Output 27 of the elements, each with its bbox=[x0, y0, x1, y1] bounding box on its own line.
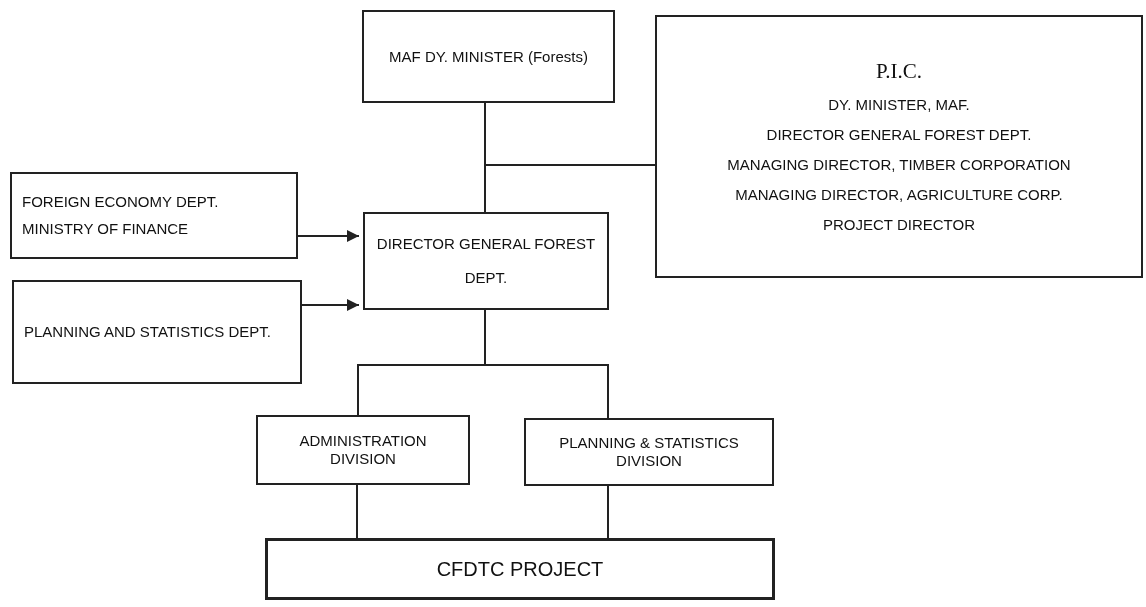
box-text: FOREIGN ECONOMY DEPT. MINISTRY OF FINANCE bbox=[22, 192, 220, 239]
box-text: MAF DY. MINISTER (Forests) bbox=[388, 47, 589, 66]
connector-line bbox=[356, 484, 358, 539]
box-text: DIRECTOR GENERAL FOREST DEPT. bbox=[375, 233, 597, 288]
connector-line bbox=[484, 164, 656, 213]
box-text: ADMINISTRATION DIVISION bbox=[298, 432, 428, 468]
org-box bbox=[524, 418, 774, 486]
arrow bbox=[301, 299, 360, 311]
box-text: MANAGING DIRECTOR, TIMBER CORPORATION bbox=[726, 156, 1072, 175]
org-box bbox=[256, 415, 470, 485]
org-box bbox=[655, 15, 1143, 278]
connector-line bbox=[607, 485, 609, 539]
box-text: CFDTC PROJECT bbox=[435, 557, 605, 581]
box-text: DIRECTOR GENERAL FOREST DEPT. bbox=[765, 126, 1033, 145]
box-text: PROJECT DIRECTOR bbox=[822, 216, 976, 235]
box-text: MANAGING DIRECTOR, AGRICULTURE CORP. bbox=[734, 186, 1064, 205]
org-box bbox=[265, 538, 775, 600]
org-box bbox=[10, 172, 298, 259]
box-text: PLANNING & STATISTICS DIVISION bbox=[558, 434, 740, 470]
connector-line bbox=[484, 309, 609, 419]
org-box bbox=[363, 212, 609, 310]
org-box bbox=[12, 280, 302, 384]
box-text: DY. MINISTER, MAF. bbox=[827, 96, 971, 115]
arrow bbox=[297, 230, 360, 242]
box-text: PLANNING AND STATISTICS DEPT. bbox=[24, 321, 272, 342]
box-heading: P.I.C. bbox=[874, 58, 924, 85]
org-box bbox=[362, 10, 615, 103]
